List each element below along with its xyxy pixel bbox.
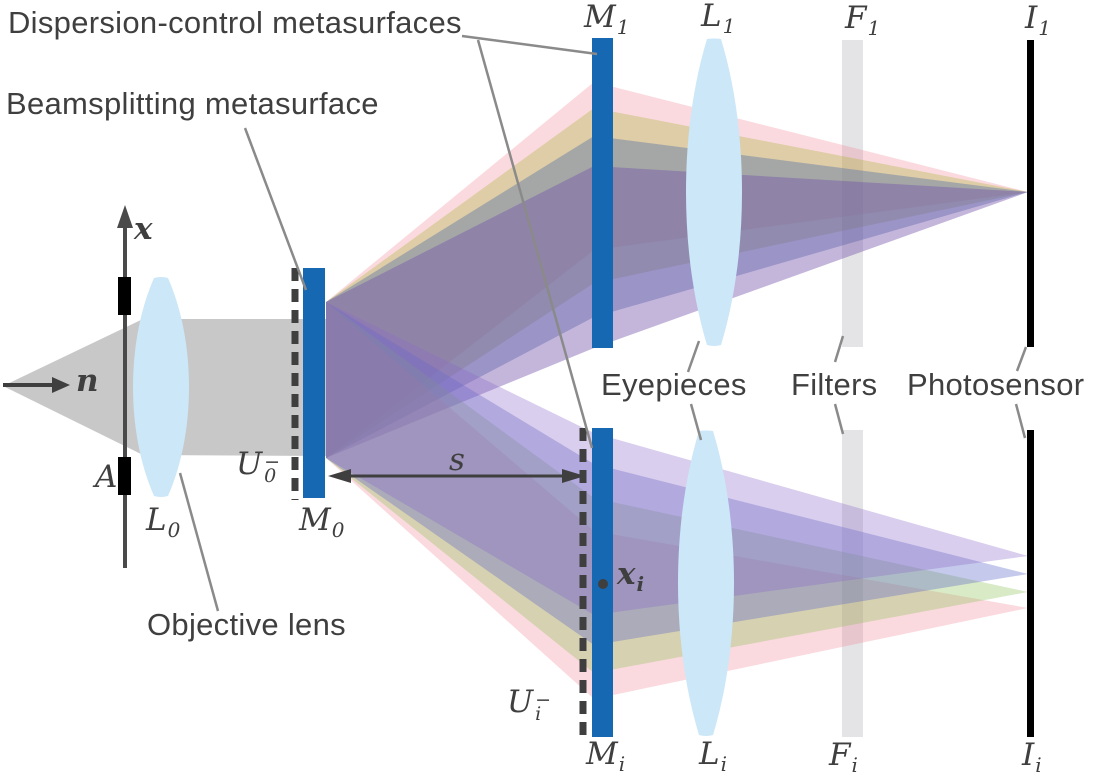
- label-f1: F1: [845, 0, 881, 40]
- filter-fi: [842, 430, 863, 737]
- photosensor-ii-line: [1027, 430, 1034, 737]
- label-li: Li: [699, 736, 727, 776]
- aperture-stop-top: [118, 277, 131, 315]
- label-l0: L0: [146, 502, 181, 542]
- photosensor-i1-line: [1027, 40, 1034, 347]
- beam-top-arm-purple: [594, 166, 1028, 348]
- leader-photosensor-up: [1015, 346, 1028, 372]
- beam-top-fan-olive: [326, 108, 594, 458]
- leader-beamsplitting-to-m0: [243, 127, 308, 291]
- leader-objective-to-l0: [178, 472, 220, 612]
- label-beamsplitting: Beamsplitting metasurface: [6, 86, 379, 121]
- x-axis-arrowhead-icon: [117, 205, 133, 228]
- beam-bottom-fan-green: [326, 302, 594, 673]
- leader-dispersion-to-m1: [461, 34, 598, 56]
- leader-dispersion-to-mi: [476, 39, 594, 449]
- label-objective-lens: Objective lens: [147, 607, 346, 642]
- beam-top-fan-pink: [326, 82, 594, 458]
- label-m0: M0: [299, 502, 345, 542]
- leader-filters-up: [833, 335, 845, 363]
- label-ui-minus: U−i: [507, 684, 552, 725]
- beam-bottom-fan-lavender: [326, 302, 594, 615]
- label-aperture-a: A: [95, 459, 118, 495]
- beam-top-fan-purple: [326, 166, 594, 458]
- label-filters: Filters: [791, 367, 878, 402]
- label-xi-point: xi: [617, 556, 645, 596]
- leader-lines: [178, 34, 1028, 612]
- objective-lens-l0: [133, 277, 189, 497]
- label-eyepieces: Eyepieces: [601, 367, 747, 402]
- label-i1: I1: [1025, 0, 1051, 40]
- s-arrowhead-left-icon: [328, 469, 351, 483]
- leader-filters-down: [833, 403, 845, 435]
- eyepiece-lens-li: [678, 430, 734, 736]
- label-x-axis: x: [134, 211, 153, 247]
- label-n-vector: n: [76, 363, 99, 399]
- label-mi: Mi: [586, 736, 626, 776]
- label-photosensor: Photosensor: [907, 367, 1085, 402]
- metasurface-m1-bar: [592, 38, 613, 348]
- label-dispersion-control: Dispersion-control metasurfaces: [8, 5, 462, 40]
- label-u0-minus: U−0: [236, 446, 281, 487]
- xi-point-dot: [598, 579, 608, 589]
- s-arrowhead-right-icon: [562, 469, 585, 483]
- eyepiece-lens-l1: [686, 38, 742, 346]
- label-fi: Fi: [829, 737, 858, 776]
- aperture-stop-bottom: [118, 457, 131, 495]
- label-s-distance: s: [449, 442, 465, 478]
- label-l1: L1: [701, 0, 736, 38]
- filter-f1: [842, 40, 863, 347]
- beam-bottom-fan-periwinkle: [326, 302, 594, 645]
- label-m1: M1: [584, 0, 630, 39]
- leader-photosensor-down: [1014, 403, 1027, 439]
- n-arrowhead-icon: [52, 377, 70, 393]
- beam-bottom-fan-pink: [326, 302, 594, 699]
- leader-eyepieces-down: [689, 403, 703, 441]
- label-ii: Ii: [1022, 737, 1042, 776]
- leader-eyepieces-up: [686, 340, 701, 373]
- beamsplitter-m0-bar: [303, 268, 325, 498]
